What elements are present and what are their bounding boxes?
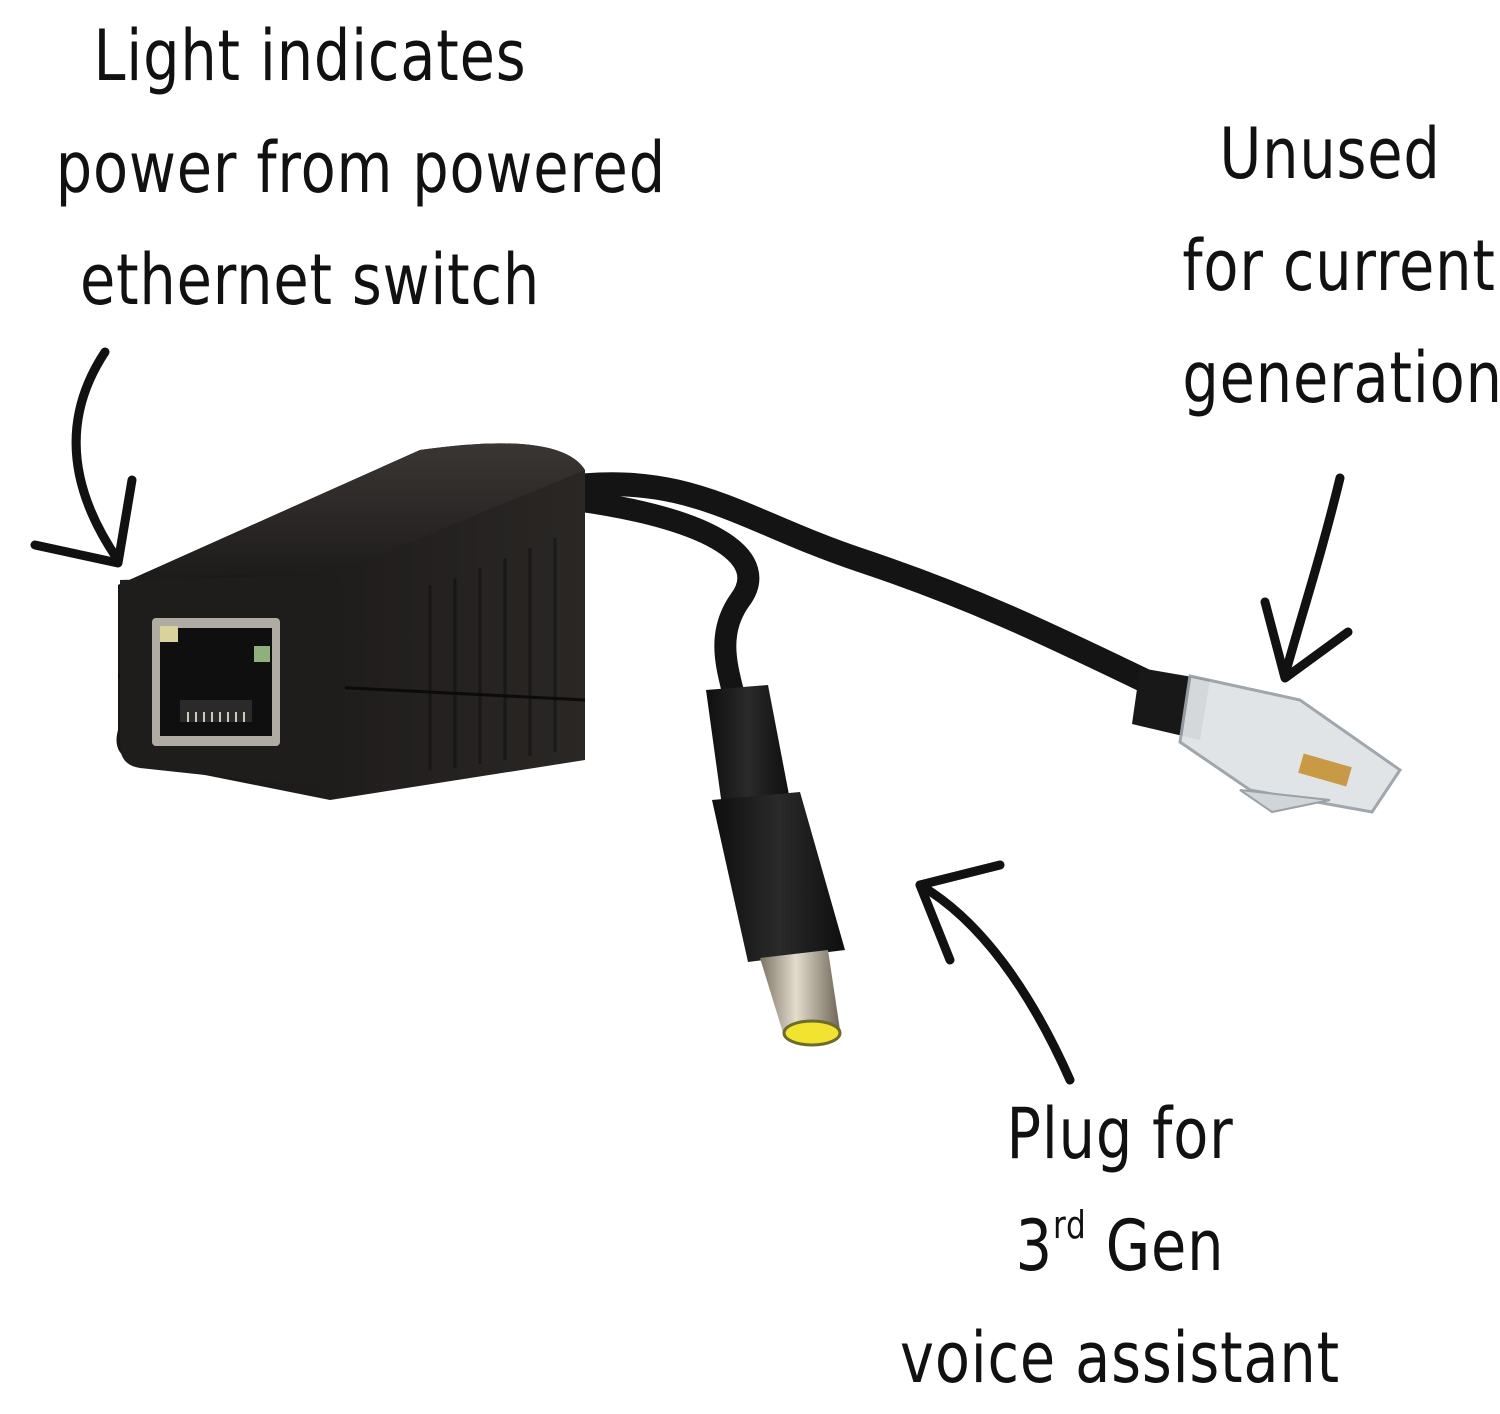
led-annotation-line-2: power from powered bbox=[55, 127, 666, 209]
gen-number: 3 bbox=[1015, 1205, 1053, 1287]
gen-ordinal: rd bbox=[1052, 1202, 1087, 1247]
arrow-to-led-icon bbox=[30, 347, 137, 568]
rj45-plug bbox=[1132, 668, 1403, 814]
dc-plug-annotation-line-2: 3rd Gen bbox=[899, 1190, 1342, 1302]
dc-plug-annotation-line-3: voice assistant bbox=[900, 1317, 1340, 1399]
rj45-annotation: Unused for current generation bbox=[1182, 98, 1500, 434]
rj45-cable bbox=[548, 472, 1172, 700]
led-annotation-line-3: ethernet switch bbox=[79, 239, 541, 321]
dc-cable bbox=[564, 489, 760, 711]
dc-plug-annotation: Plug for 3rd Gen voice assistant bbox=[899, 1078, 1342, 1414]
arrow-to-dc-plug-icon bbox=[915, 860, 1075, 1085]
dc-tip-icon bbox=[782, 1019, 842, 1047]
dc-plug-annotation-line-1: Plug for bbox=[1006, 1093, 1234, 1175]
led-left-icon bbox=[160, 626, 178, 642]
led-annotation: Light indicates power from powered ether… bbox=[55, 0, 666, 336]
ethernet-port bbox=[152, 618, 280, 746]
rj45-annotation-line-3: generation bbox=[1182, 337, 1500, 419]
rj45-annotation-line-1: Unused bbox=[1219, 113, 1441, 195]
led-annotation-line-1: Light indicates bbox=[93, 15, 527, 97]
rj45-annotation-line-2: for current bbox=[1182, 225, 1496, 307]
dc-barrel-plug bbox=[706, 685, 845, 1047]
arrow-to-rj45-icon bbox=[1260, 473, 1353, 683]
led-right-icon bbox=[254, 646, 270, 662]
gen-word: Gen bbox=[1086, 1205, 1225, 1287]
